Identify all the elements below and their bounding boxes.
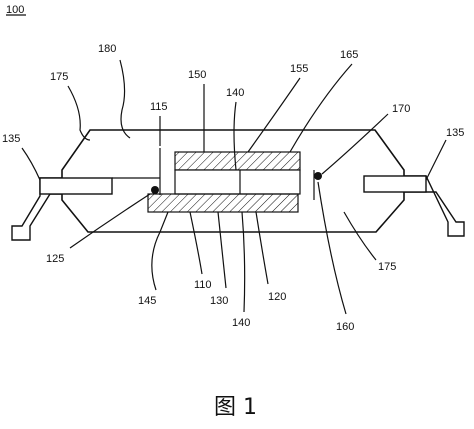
label-130: 130 (210, 295, 228, 307)
figure-caption: 图 1 (214, 395, 257, 420)
leader-175-top (67, 85, 91, 141)
label-125: 125 (46, 253, 64, 265)
right-lead-inner (363, 175, 427, 193)
label-115: 115 (150, 101, 168, 113)
leader-140-bottom (241, 211, 246, 313)
label-170: 170 (392, 103, 410, 115)
label-140-top: 140 (226, 87, 244, 99)
leader-175-bottom (343, 211, 377, 261)
upper-hatched-plate (174, 151, 301, 171)
leader-110 (189, 211, 203, 275)
leader-130 (217, 211, 227, 289)
left-contact-dot (151, 186, 159, 194)
label-160: 160 (336, 321, 354, 333)
leader-170 (321, 113, 389, 175)
leader-140-top (233, 101, 237, 171)
leader-135-left (21, 147, 41, 181)
leader-120 (255, 211, 269, 285)
label-175-bottom: 175 (378, 261, 396, 273)
label-180: 180 (98, 43, 116, 55)
leader-135-right (425, 139, 447, 181)
label-135-right: 135 (446, 127, 464, 139)
label-110: 110 (194, 279, 212, 291)
figure-ref-label: 100 (6, 4, 24, 16)
left-lead-inner (39, 177, 113, 195)
label-175-top: 175 (50, 71, 68, 83)
label-120: 120 (268, 291, 286, 303)
leader-125 (69, 193, 151, 249)
lower-hatched-plate (147, 193, 299, 213)
leader-145 (151, 211, 169, 291)
leader-165 (289, 63, 353, 153)
middle-layer (174, 169, 301, 195)
label-155: 155 (290, 63, 308, 75)
label-145: 145 (138, 295, 156, 307)
label-135-left: 135 (2, 133, 20, 145)
leader-155 (247, 77, 301, 153)
label-165: 165 (340, 49, 358, 61)
right-contact-dot (314, 172, 322, 180)
leader-180 (119, 59, 131, 139)
label-140-bottom: 140 (232, 317, 250, 329)
label-150: 150 (188, 69, 206, 81)
leader-160 (317, 181, 347, 315)
